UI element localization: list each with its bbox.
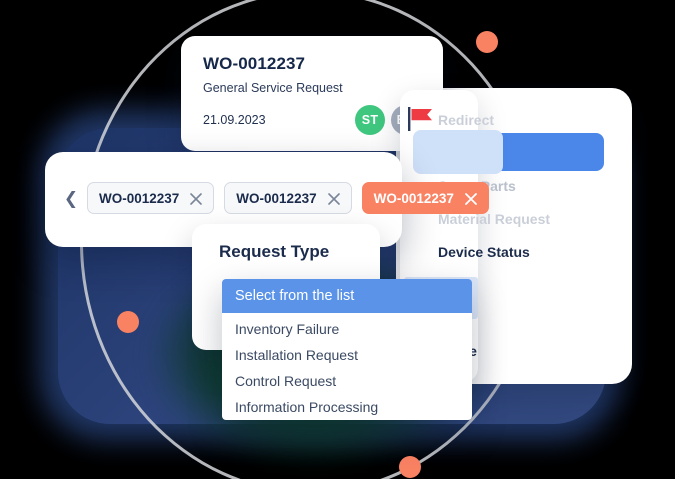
dropdown-option[interactable]: Installation Request	[235, 347, 358, 363]
work-order-subtitle: General Service Request	[203, 81, 343, 95]
work-order-id: WO-0012237	[203, 54, 306, 73]
close-icon[interactable]	[190, 192, 203, 205]
decorative-dot-bottom	[399, 456, 421, 478]
chip-row: ❮ WO-0012237 WO-0012237 WO-0012237	[63, 182, 499, 214]
flag-icon	[408, 107, 434, 131]
request-type-label: Request Type	[219, 242, 330, 261]
dropdown-option-selected[interactable]: Select from the list	[222, 279, 472, 313]
tab-chip[interactable]: WO-0012237	[224, 182, 352, 214]
close-icon[interactable]	[464, 192, 477, 205]
menu-item-device-status[interactable]: Device Status	[438, 244, 530, 260]
tab-chip-active[interactable]: WO-0012237	[361, 182, 489, 214]
effort-highlight-overlay	[413, 130, 503, 174]
chevron-left-icon[interactable]: ❮	[63, 188, 79, 208]
menu-item-material-request[interactable]: Material Request	[400, 203, 675, 236]
tab-chip-label: WO-0012237	[236, 190, 317, 206]
avatar[interactable]: ST	[355, 105, 385, 135]
dropdown-option[interactable]: Control Request	[235, 373, 337, 389]
dropdown-option[interactable]: Inventory Failure	[235, 321, 340, 337]
close-icon[interactable]	[327, 192, 340, 205]
menu-item-redirect[interactable]: Redirect	[400, 104, 675, 137]
work-order-date: 21.09.2023	[203, 113, 266, 127]
tab-chip-label: WO-0012237	[373, 190, 454, 206]
dropdown-option[interactable]: Information Processing	[235, 399, 379, 415]
tab-chip[interactable]: WO-0012237	[87, 182, 215, 214]
request-type-dropdown[interactable]: Select from the list Inventory Failure I…	[222, 279, 472, 420]
tab-chip-label: WO-0012237	[99, 190, 180, 206]
work-order-card[interactable]: WO-0012237 General Service Request 21.09…	[181, 36, 443, 151]
work-order-meta-row: 21.09.2023 ST BH	[203, 105, 421, 135]
decorative-dot-left	[117, 311, 139, 333]
decorative-dot-top	[476, 31, 498, 53]
